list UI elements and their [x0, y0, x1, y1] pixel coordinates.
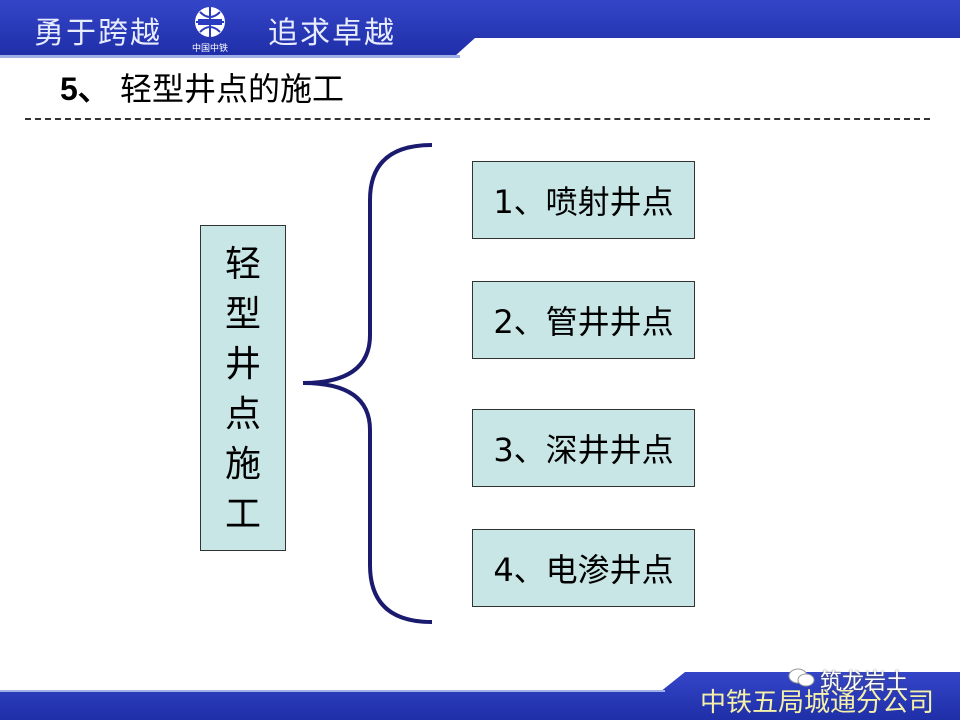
child-node-4: 4、电渗井点	[472, 529, 695, 607]
crec-logo-icon: 中国中铁	[192, 7, 228, 54]
company-name: 中铁五局城通分公司	[700, 688, 935, 718]
footer-accent-line	[0, 690, 665, 692]
child-node-2: 2、管井井点	[472, 281, 695, 359]
watermark: 筑龙岩土	[820, 670, 909, 695]
title-text: 轻型井点的施工	[119, 70, 344, 108]
logo-text: 中国中铁	[192, 42, 228, 54]
root-node: 轻 型 井 点 施 工	[200, 225, 286, 551]
wechat-icon	[788, 668, 815, 687]
root-char: 工	[224, 494, 261, 535]
root-char: 轻	[224, 244, 261, 285]
root-char: 点	[224, 394, 261, 435]
title-number: 5、	[60, 71, 110, 107]
child-node-3: 3、深井井点	[472, 409, 695, 487]
header-accent-line	[0, 55, 460, 58]
slogan-right: 追求卓越	[268, 16, 396, 51]
root-char: 井	[224, 344, 261, 385]
slogan-left: 勇于跨越	[34, 16, 162, 51]
title-divider	[25, 118, 930, 120]
root-char: 型	[224, 294, 261, 335]
child-node-1: 1、喷射井点	[472, 161, 695, 239]
root-char: 施	[224, 444, 261, 485]
page-title: 5、 轻型井点的施工	[60, 64, 344, 110]
curly-brace	[302, 143, 433, 624]
